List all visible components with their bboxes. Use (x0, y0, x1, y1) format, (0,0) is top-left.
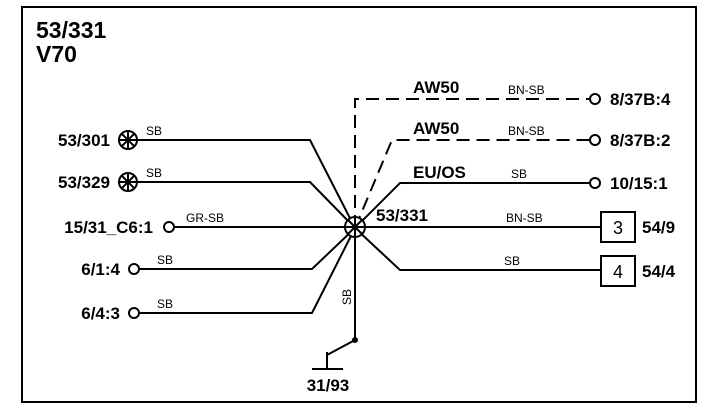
wire-53-301 (135, 139, 356, 229)
connector-terminal-icon (589, 177, 601, 189)
center-splice-icon (344, 216, 366, 238)
wire-aw50-8-37b-2 (354, 139, 589, 229)
left-label: 6/4:3 (81, 304, 120, 323)
wire-color-label: SB (340, 289, 354, 305)
reference-box-number: 4 (613, 262, 623, 282)
wire-color-label: SB (511, 167, 527, 181)
right-label: 10/15:1 (610, 174, 668, 193)
variant-label: AW50 (413, 78, 459, 97)
right-label: 8/37B:2 (610, 131, 670, 150)
wire-54-4 (354, 227, 601, 271)
wire-color-label: SB (146, 166, 162, 180)
wire-color-label: BN-SB (508, 124, 545, 138)
connector-terminal-icon (128, 307, 140, 319)
variant-label: EU/OS (413, 163, 466, 182)
wire-53-329 (135, 181, 356, 229)
connector-terminal-icon (589, 93, 601, 105)
left-label: 53/329 (58, 173, 110, 192)
connector-terminal-icon (163, 221, 175, 233)
connector-terminal-icon (589, 134, 601, 146)
vehicle-model: V70 (36, 41, 77, 67)
wire-color-label: BN-SB (508, 83, 545, 97)
connector-terminal-icon (128, 263, 140, 275)
wiring-node-icon (118, 172, 138, 192)
right-label: 54/4 (642, 262, 676, 281)
variant-label: AW50 (413, 119, 459, 138)
reference-box (600, 211, 636, 243)
wire-color-label: SB (157, 297, 173, 311)
left-label: 6/1:4 (81, 260, 120, 279)
wire-6-4-3 (140, 227, 356, 314)
wire-6-1-4 (140, 227, 356, 270)
wire-color-label: GR-SB (186, 211, 224, 225)
wiring-node-icon (118, 130, 138, 150)
wire-color-label: BN-SB (506, 211, 543, 225)
wire-eu-os-10-15-1 (354, 182, 589, 229)
wires (135, 98, 601, 340)
left-label: 53/301 (58, 131, 110, 150)
reference-box-number: 3 (613, 218, 623, 238)
diagram-code: 53/331 (36, 17, 107, 43)
left-label: 15/31_C6:1 (64, 218, 153, 237)
center-label: 53/331 (376, 206, 428, 225)
diagram-frame (21, 6, 697, 403)
reference-box (600, 255, 636, 287)
right-label: 54/9 (642, 218, 675, 237)
ground-icon (312, 337, 358, 370)
wire-color-label: SB (504, 254, 520, 268)
wire-color-label: SB (157, 253, 173, 267)
right-label: 8/37B:4 (610, 90, 671, 109)
wire-aw50-8-37b-4 (354, 98, 589, 228)
wire-color-label: SB (146, 124, 162, 138)
ground-label: 31/93 (307, 376, 350, 395)
